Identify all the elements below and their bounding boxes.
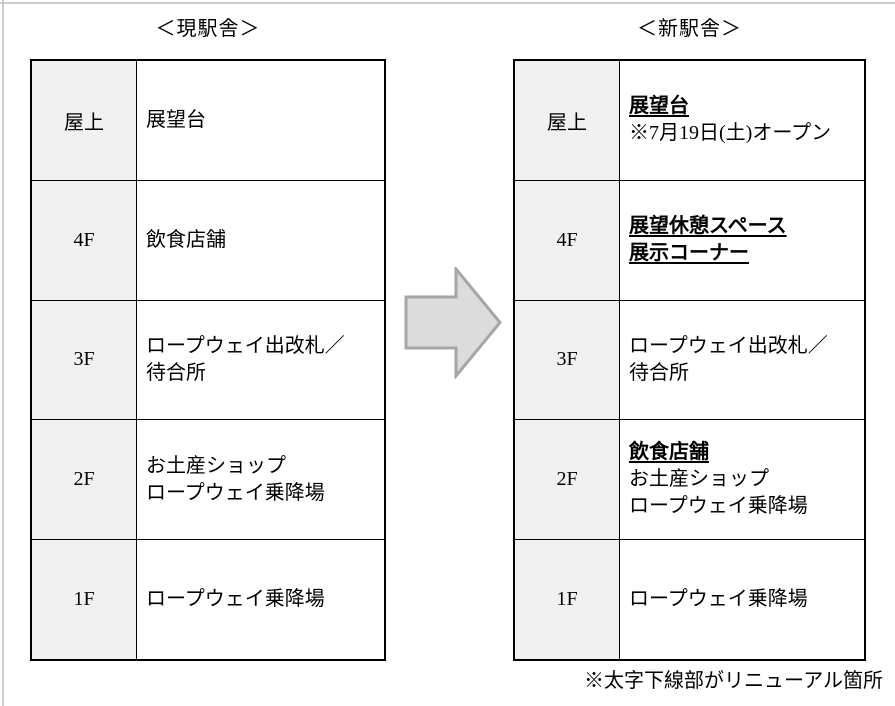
right-arrow-shape (404, 264, 502, 381)
item-text: お土産ショップ (146, 454, 286, 477)
floor-content: 展望台 (137, 61, 384, 180)
floor-label: 屋上 (32, 61, 137, 180)
item-text: ロープウェイ乗降場 (146, 481, 325, 504)
table-row: 4F 飲食店舗 (32, 179, 384, 300)
table-row: 1F ロープウェイ乗降場 (32, 539, 384, 659)
floor-content: ロープウェイ出改札／ 待合所 (137, 301, 384, 420)
floor-label: 1F (515, 540, 620, 659)
transition-arrow (404, 264, 504, 381)
floor-label: 4F (515, 180, 620, 300)
floor-label: 4F (32, 180, 137, 300)
renewal-item-text: 展望台 (629, 95, 689, 118)
table-row: 屋上展望台 (32, 61, 384, 180)
floor-content: お土産ショップロープウェイ乗降場 (137, 420, 384, 539)
floor-label: 2F (32, 420, 137, 540)
item-text: ロープウェイ乗降場 (629, 588, 808, 611)
floor-content: 展望台 ※7月19日(土)オープン (620, 61, 864, 180)
item-text: 展望台 (146, 108, 206, 131)
new-station-title: ＜新駅舎＞ (637, 18, 742, 40)
floor-content: ロープウェイ乗降場 (620, 540, 864, 659)
renewal-item-text: 飲食店舗 (629, 441, 709, 464)
floor-label: 屋上 (515, 61, 620, 180)
item-text: ※7月19日(土)オープン (629, 122, 832, 145)
page-frame-left-line (2, 0, 4, 706)
renewal-footnote: ※太字下線部がリニューアル箇所 (584, 670, 883, 692)
item-text: ロープウェイ出改札／ (146, 334, 345, 357)
floor-content: 飲食店舗 (137, 181, 384, 300)
table-row: 屋上展望台 ※7月19日(土)オープン (515, 61, 864, 180)
item-text: 待合所 (629, 361, 689, 384)
item-text: お土産ショップ (629, 468, 769, 491)
item-text: ロープウェイ乗降場 (629, 495, 808, 518)
table-row: 3F ロープウェイ出改札／ 待合所 (515, 299, 864, 420)
floor-label: 3F (32, 300, 137, 420)
table-row: 1F ロープウェイ乗降場 (515, 539, 864, 659)
page-frame-top-line (0, 2, 895, 4)
table-row: 3F ロープウェイ出改札／ 待合所 (32, 299, 384, 420)
right-arrow-icon (404, 264, 502, 381)
floor-label: 2F (515, 420, 620, 540)
item-text: 飲食店舗 (146, 228, 226, 251)
floor-content: ロープウェイ出改札／ 待合所 (620, 301, 864, 420)
item-text: ロープウェイ出改札／ (629, 334, 828, 357)
item-text: 待合所 (146, 361, 206, 384)
floor-label: 1F (32, 540, 137, 659)
floor-label: 3F (515, 300, 620, 420)
floor-content: 飲食店舗お土産ショップロープウェイ乗降場 (620, 420, 864, 539)
floor-content: ロープウェイ乗降場 (137, 540, 384, 659)
renewal-item-text: 展示コーナー (629, 242, 749, 265)
renewal-item-text: 展望休憩スペース (629, 215, 787, 238)
floor-content: 展望休憩スペース展示コーナー (620, 181, 864, 300)
item-text: ロープウェイ乗降場 (146, 588, 325, 611)
current-station-title: ＜現駅舎＞ (155, 18, 261, 40)
